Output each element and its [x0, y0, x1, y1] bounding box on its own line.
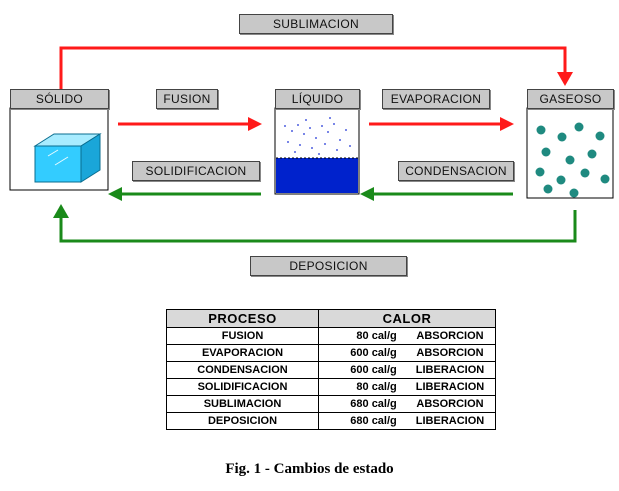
calor-type: LIBERACION — [415, 381, 485, 393]
calor-cell: 600 cal/g LIBERACION — [318, 361, 496, 379]
calor-type: ABSORCION — [416, 347, 484, 359]
calor-amount: 680 cal/g — [350, 415, 397, 427]
gas-box — [526, 107, 614, 199]
calor-amount: 600 cal/g — [350, 347, 397, 359]
state-change-diagram — [9, 46, 614, 243]
calor-cell: 80 cal/g LIBERACION — [318, 378, 496, 396]
proceso-cell: EVAPORACION — [166, 344, 319, 362]
calor-cell: 80 cal/g ABSORCION — [318, 327, 496, 345]
calor-type: LIBERACION — [415, 364, 485, 376]
solidification-arrowhead — [108, 187, 122, 201]
deposition-arrow — [59, 210, 577, 243]
header-calor: CALOR — [318, 309, 496, 328]
calor-cell: 600 cal/g ABSORCION — [318, 344, 496, 362]
ice-cube-icon — [33, 133, 102, 183]
calor-type: ABSORCION — [416, 330, 484, 342]
sublimacion-label: SUBLIMACION — [239, 14, 393, 34]
calor-amount: 80 cal/g — [356, 381, 397, 393]
condensacion-label: CONDENSACION — [398, 161, 514, 181]
proceso-cell: CONDENSACION — [166, 361, 319, 379]
solido-label: SÓLIDO — [10, 89, 109, 109]
calor-amount: 680 cal/g — [350, 398, 397, 410]
evaporacion-label: EVAPORACION — [382, 89, 490, 109]
calor-cell: 680 cal/g LIBERACION — [318, 412, 496, 430]
calor-amount: 600 cal/g — [350, 364, 397, 376]
sublimation-arrowhead — [557, 72, 573, 86]
calor-amount: 80 cal/g — [356, 330, 397, 342]
proceso-cell: FUSION — [166, 327, 319, 345]
gaseoso-label: GASEOSO — [527, 89, 614, 109]
proceso-cell: SUBLIMACION — [166, 395, 319, 413]
evaporation-arrowhead — [500, 117, 514, 131]
fusion-label: FUSION — [156, 89, 218, 109]
deposicion-label: DEPOSICION — [250, 256, 407, 276]
table-header-row: PROCESO CALOR — [166, 309, 496, 328]
calor-type: LIBERACION — [415, 415, 485, 427]
calor-type: ABSORCION — [416, 398, 484, 410]
solidificacion-label: SOLIDIFICACION — [132, 161, 260, 181]
fusion-arrowhead — [248, 117, 262, 131]
figure-caption: Fig. 1 - Cambios de estado — [225, 461, 394, 477]
table-row: DEPOSICION 680 cal/g LIBERACION — [166, 412, 496, 430]
table-row: CONDENSACION 600 cal/g LIBERACION — [166, 361, 496, 379]
table-row: EVAPORACION 600 cal/g ABSORCION — [166, 344, 496, 362]
header-proceso: PROCESO — [166, 309, 319, 328]
proceso-cell: DEPOSICION — [166, 412, 319, 430]
sublimation-arrow — [59, 46, 567, 89]
liquid-container-icon — [276, 117, 358, 193]
table-row: SUBLIMACION 680 cal/g ABSORCION — [166, 395, 496, 413]
heat-table: PROCESO CALOR FUSION 80 cal/g ABSORCION … — [166, 309, 496, 430]
gas-particles-icon — [535, 122, 610, 198]
proceso-cell: SOLIDIFICACION — [166, 378, 319, 396]
table-row: SOLIDIFICACION 80 cal/g LIBERACION — [166, 378, 496, 396]
calor-cell: 680 cal/g ABSORCION — [318, 395, 496, 413]
liquido-label: LÍQUIDO — [275, 89, 360, 109]
condensation-arrowhead — [360, 187, 374, 201]
table-row: FUSION 80 cal/g ABSORCION — [166, 327, 496, 345]
deposition-arrowhead — [53, 204, 69, 218]
